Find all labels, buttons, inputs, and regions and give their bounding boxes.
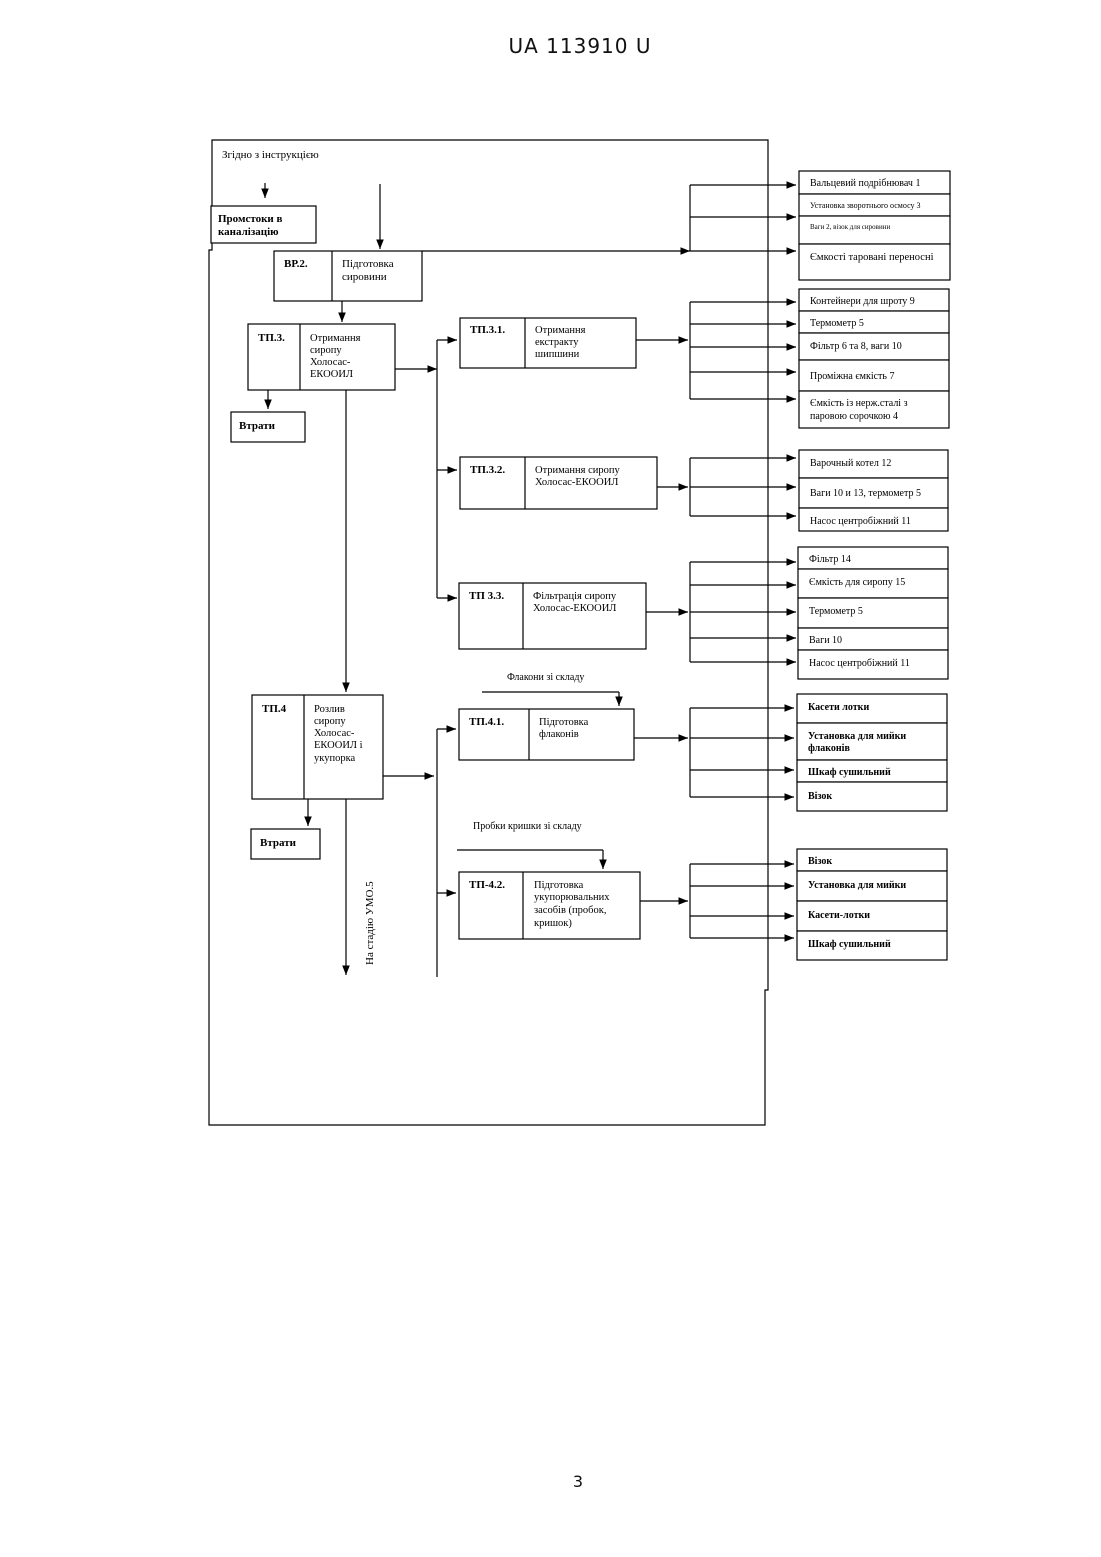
- eq-tp41-4-label: Шкаф сушильний: [808, 767, 891, 778]
- eq-tp31-5-label: Ємкість із нерж.сталі з: [810, 398, 908, 409]
- eq-tp42-1-label: Візок: [808, 856, 832, 867]
- tp42-title-1: Підготовка: [534, 880, 584, 891]
- losses-label-1: Втрати: [239, 420, 276, 432]
- tp3-code: ТП.3.: [258, 332, 285, 344]
- eq-tp42-2-label: Установка для мийки: [808, 880, 906, 891]
- tp3-title-4: ЕКООИЛ: [310, 369, 353, 380]
- eq-tp32-1-label: Варочный котел 12: [810, 458, 891, 469]
- tp33-code: ТП 3.3.: [469, 590, 504, 602]
- waste-label-2: каналізацію: [218, 226, 279, 238]
- tp32-title-1: Отримання сиропу: [535, 465, 620, 476]
- eq-tp41-3-label: флаконів: [808, 743, 850, 754]
- tp4-title-5: укупорка: [314, 753, 356, 764]
- vr2-code: ВР.2.: [284, 258, 308, 270]
- tp4-code: ТП.4: [262, 703, 287, 715]
- vr2-title-1: Підготовка: [342, 258, 394, 270]
- eq-tp31-2-label: Термометр 5: [810, 318, 864, 329]
- tp3-title-3: Холосас-: [310, 357, 351, 368]
- tp4-title-2: сиропу: [314, 716, 346, 727]
- tp32-code: ТП.3.2.: [470, 464, 505, 476]
- tp31-code: ТП.3.1.: [470, 324, 505, 336]
- tp42-title-4: кришок): [534, 918, 572, 929]
- tp32-title-2: Холосас-ЕКООИЛ: [535, 477, 618, 488]
- eq-tp32-2-label: Ваги 10 и 13, термометр 5: [810, 488, 921, 499]
- eq-tp41-2-label: Установка для мийки: [808, 731, 906, 742]
- tp33-title-1: Фільтрація сиропу: [533, 591, 617, 602]
- tp31-title-1: Отримання: [535, 325, 586, 336]
- eq-vr2-4-label: Ємкості таровані переносні: [810, 252, 934, 263]
- tp42-title-3: засобів (пробок,: [534, 905, 607, 916]
- page-number: 3: [0, 1472, 1101, 1491]
- tp41-code: ТП.4.1.: [469, 716, 504, 728]
- eq-tp31-4-label: Проміжна ємкість 7: [810, 371, 894, 382]
- eq-tp41-5-label: Візок: [808, 791, 832, 802]
- tp33-title-2: Холосас-ЕКООИЛ: [533, 603, 616, 614]
- eq-tp31-3-label: Фільтр 6 та 8, ваги 10: [810, 341, 902, 352]
- eq-tp41-1-label: Касети лотки: [808, 702, 869, 713]
- eq-tp31-5: [799, 391, 949, 428]
- eq-vr2-2-label: Установка зворотнього осмосу 3: [810, 201, 921, 210]
- eq-tp31-6-label: паровою сорочкою 4: [810, 411, 898, 422]
- top-note: Згідно з інструкцією: [222, 149, 319, 161]
- eq-tp33-2-label: Ємкість для сиропу 15: [809, 577, 905, 588]
- tp31-title-3: шипшини: [535, 349, 580, 360]
- to-stage-label: На стадію УМО.5: [364, 881, 376, 965]
- eq-tp33-3-label: Термометр 5: [809, 606, 863, 617]
- tp42-code: ТП-4.2.: [469, 879, 505, 891]
- tp41-title-2: флаконів: [539, 729, 579, 740]
- caps-supply-label: Пробки кришки зі складу: [473, 821, 582, 832]
- eq-tp42-3-label: Касети-лотки: [808, 910, 870, 921]
- tp4-title-1: Розлив: [314, 704, 345, 715]
- eq-tp31-1-label: Контейнери для шроту 9: [810, 296, 915, 307]
- tp41-title-1: Підготовка: [539, 717, 589, 728]
- eq-vr2-1-label: Вальцевий подрібнювач 1: [810, 178, 920, 189]
- tp4-title-4: ЕКООИЛ і: [314, 740, 363, 751]
- eq-tp33-1-label: Фільтр 14: [809, 554, 851, 565]
- vials-supply-label: Флакони зі складу: [507, 672, 584, 683]
- eq-tp33-5-label: Насос центробіжний 11: [809, 658, 910, 669]
- tp31-title-2: екстракту: [535, 337, 579, 348]
- tp3-title-1: Отримання: [310, 333, 361, 344]
- tp4-title-3: Холосас-: [314, 728, 355, 739]
- tp42-title-2: укупорювальних: [534, 892, 610, 903]
- waste-label-1: Промстоки в: [218, 213, 283, 225]
- tp3-title-2: сиропу: [310, 345, 342, 356]
- eq-vr2-3-label: Ваги 2, візок для сировини: [810, 223, 890, 231]
- eq-tp42-4-label: Шкаф сушильний: [808, 939, 891, 950]
- losses-label-2: Втрати: [260, 837, 297, 849]
- eq-tp33-4-label: Ваги 10: [809, 635, 842, 646]
- eq-tp32-3-label: Насос центробіжний 11: [810, 516, 911, 527]
- vr2-title-2: сировини: [342, 271, 387, 283]
